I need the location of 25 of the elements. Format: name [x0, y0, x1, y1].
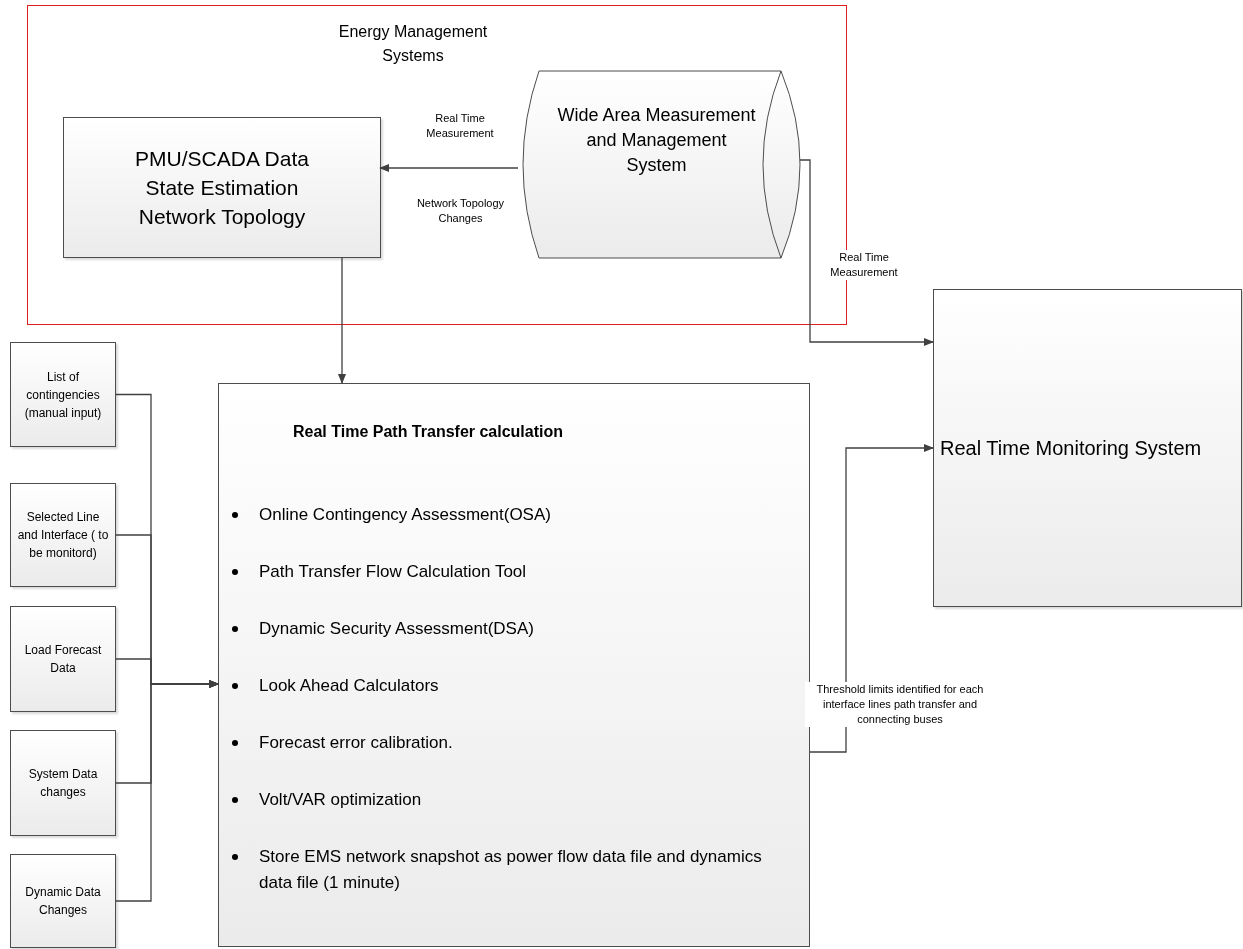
note-text: Network Topology Changes	[415, 196, 506, 226]
bullet-item: Online Contingency Assessment(OSA)	[227, 502, 797, 528]
input-box: Load Forecast Data	[10, 606, 116, 712]
bullet-item: Store EMS network snapshot as power flow data file and dynamics data file (1 minute)	[227, 844, 797, 896]
system-box: Real Time Monitoring System	[933, 289, 1242, 607]
input-box: List of contingencies (manual input)	[10, 342, 116, 447]
cylinder-label: Wide Area Measurement and Management System	[556, 104, 757, 177]
arrow	[809, 444, 934, 753]
bullet-item: Path Transfer Flow Calculation Tool	[227, 559, 797, 585]
input-box: Selected Line and Interface ( to be monitord)	[10, 483, 116, 587]
bullet-item: Forecast error calibration.	[227, 730, 797, 756]
arrow	[799, 159, 934, 346]
arrow	[338, 256, 346, 384]
cylinder-shape	[519, 71, 801, 258]
bullet-item: Look Ahead Calculators	[227, 673, 797, 699]
bullet-item: Volt/VAR optimization	[227, 787, 797, 813]
group-title: Energy Management Systems	[337, 22, 489, 66]
panel-heading: Real Time Path Transfer calculation	[293, 422, 565, 442]
input-box: System Data changes	[10, 730, 116, 836]
arrow	[379, 164, 519, 172]
arrow	[115, 680, 219, 902]
input-box: Dynamic Data Changes	[10, 854, 116, 948]
system-box: PMU/SCADA Data State Estimation Network Topology	[63, 117, 381, 258]
bullet-item: Dynamic Security Assessment(DSA)	[227, 616, 797, 642]
process-panel	[218, 383, 810, 947]
